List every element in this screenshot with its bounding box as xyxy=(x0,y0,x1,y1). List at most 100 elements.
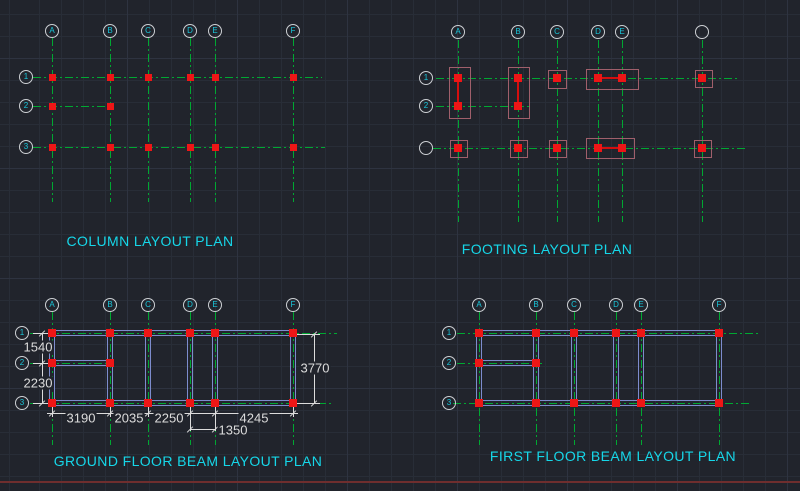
column-marker xyxy=(454,74,462,82)
column-axis-bubble: E xyxy=(634,298,648,312)
row-axis-bubble: 2 xyxy=(419,99,433,113)
beam-line xyxy=(618,333,619,403)
beam-line xyxy=(576,333,577,403)
column-axis-label: C xyxy=(145,26,151,35)
dimension-text: 3190 xyxy=(65,410,97,426)
beam-line xyxy=(571,333,572,403)
column-axis-label: D xyxy=(187,26,193,35)
column-axis-label: E xyxy=(638,300,644,309)
row-axis-label: 3 xyxy=(19,398,25,407)
row-axis-bubble: 3 xyxy=(19,140,33,154)
footing-link-line xyxy=(598,77,622,79)
column-axis-label: E xyxy=(212,26,218,35)
axis-grid-vline xyxy=(147,38,149,202)
axis-grid-vline xyxy=(214,38,216,202)
axis-grid-vline xyxy=(189,38,191,202)
row-axis-bubble: 1 xyxy=(442,326,456,340)
column-marker xyxy=(454,102,462,110)
axis-grid-vline xyxy=(597,40,599,222)
row-axis-bubble: 1 xyxy=(419,71,433,85)
column-axis-bubble: C xyxy=(550,25,564,39)
column-marker xyxy=(106,102,114,110)
column-marker xyxy=(637,329,645,337)
row-axis-label: 1 xyxy=(19,328,25,337)
column-marker xyxy=(144,399,152,407)
dimension-text: 3770 xyxy=(299,360,331,376)
beam-line xyxy=(533,333,534,403)
row-axis-label: 3 xyxy=(446,398,452,407)
column-marker xyxy=(48,359,56,367)
plan-title: GROUND FLOOR BEAM LAYOUT PLAN xyxy=(53,453,323,469)
column-marker xyxy=(553,74,561,82)
column-marker xyxy=(570,329,578,337)
row-axis-bubble: 1 xyxy=(19,70,33,84)
axis-grid-hline xyxy=(30,332,337,334)
column-axis-label: A xyxy=(49,26,55,35)
axis-grid-hline xyxy=(33,105,112,107)
dimension-line xyxy=(189,406,191,431)
row-axis-label: 2 xyxy=(423,101,429,110)
beam-line xyxy=(481,333,482,403)
axis-grid-vline xyxy=(51,38,53,202)
beam-line xyxy=(145,333,146,403)
column-axis-bubble: A xyxy=(45,24,59,38)
bottom-rule-line xyxy=(0,481,800,483)
column-marker xyxy=(289,399,297,407)
beam-line xyxy=(52,400,293,401)
column-marker xyxy=(532,359,540,367)
column-marker xyxy=(514,102,522,110)
beam-line xyxy=(217,333,218,403)
footing-outline xyxy=(695,70,713,88)
row-axis-label: 3 xyxy=(23,142,29,151)
footing-link-line xyxy=(457,78,459,106)
column-axis-label: D xyxy=(187,300,193,309)
column-axis-bubble: A xyxy=(45,298,59,312)
axis-grid-vline xyxy=(478,312,480,445)
dimension-line xyxy=(41,333,43,403)
column-axis-label: D xyxy=(613,300,619,309)
dimension-text: 2035 xyxy=(113,410,145,426)
column-marker xyxy=(594,144,602,152)
column-axis-bubble: C xyxy=(141,298,155,312)
column-marker xyxy=(698,144,706,152)
beam-line xyxy=(476,333,477,403)
column-axis-bubble: F xyxy=(286,24,300,38)
column-marker xyxy=(514,74,522,82)
beam-line xyxy=(112,333,113,403)
beam-line xyxy=(479,360,536,361)
column-marker xyxy=(532,329,540,337)
column-marker xyxy=(211,329,219,337)
column-axis-bubble: B xyxy=(103,298,117,312)
column-axis-bubble: E xyxy=(208,298,222,312)
beam-line xyxy=(479,405,719,406)
axis-grid-vline xyxy=(615,312,617,445)
column-marker xyxy=(48,329,56,337)
column-axis-bubble: D xyxy=(183,24,197,38)
beam-line xyxy=(52,405,293,406)
beam-line xyxy=(295,333,296,403)
column-marker xyxy=(186,399,194,407)
column-marker xyxy=(715,329,723,337)
column-marker xyxy=(289,143,297,151)
column-marker xyxy=(211,399,219,407)
axis-grid-vline xyxy=(701,40,703,222)
beam-line xyxy=(212,333,213,403)
axis-grid-vline xyxy=(189,312,191,445)
column-marker xyxy=(637,399,645,407)
axis-grid-hline xyxy=(453,402,752,404)
column-marker xyxy=(106,143,114,151)
axis-grid-hline xyxy=(436,77,740,79)
column-marker xyxy=(186,143,194,151)
dimension-text: 1540 xyxy=(22,339,54,355)
column-marker xyxy=(612,329,620,337)
axis-grid-vline xyxy=(292,312,294,445)
beam-line xyxy=(638,333,639,403)
column-marker xyxy=(48,73,56,81)
footing-outline xyxy=(449,67,471,119)
beam-line xyxy=(49,333,50,403)
axis-grid-vline xyxy=(147,312,149,445)
beam-line xyxy=(721,333,722,403)
column-axis-label: A xyxy=(455,27,461,36)
axis-grid-vline xyxy=(640,312,642,445)
